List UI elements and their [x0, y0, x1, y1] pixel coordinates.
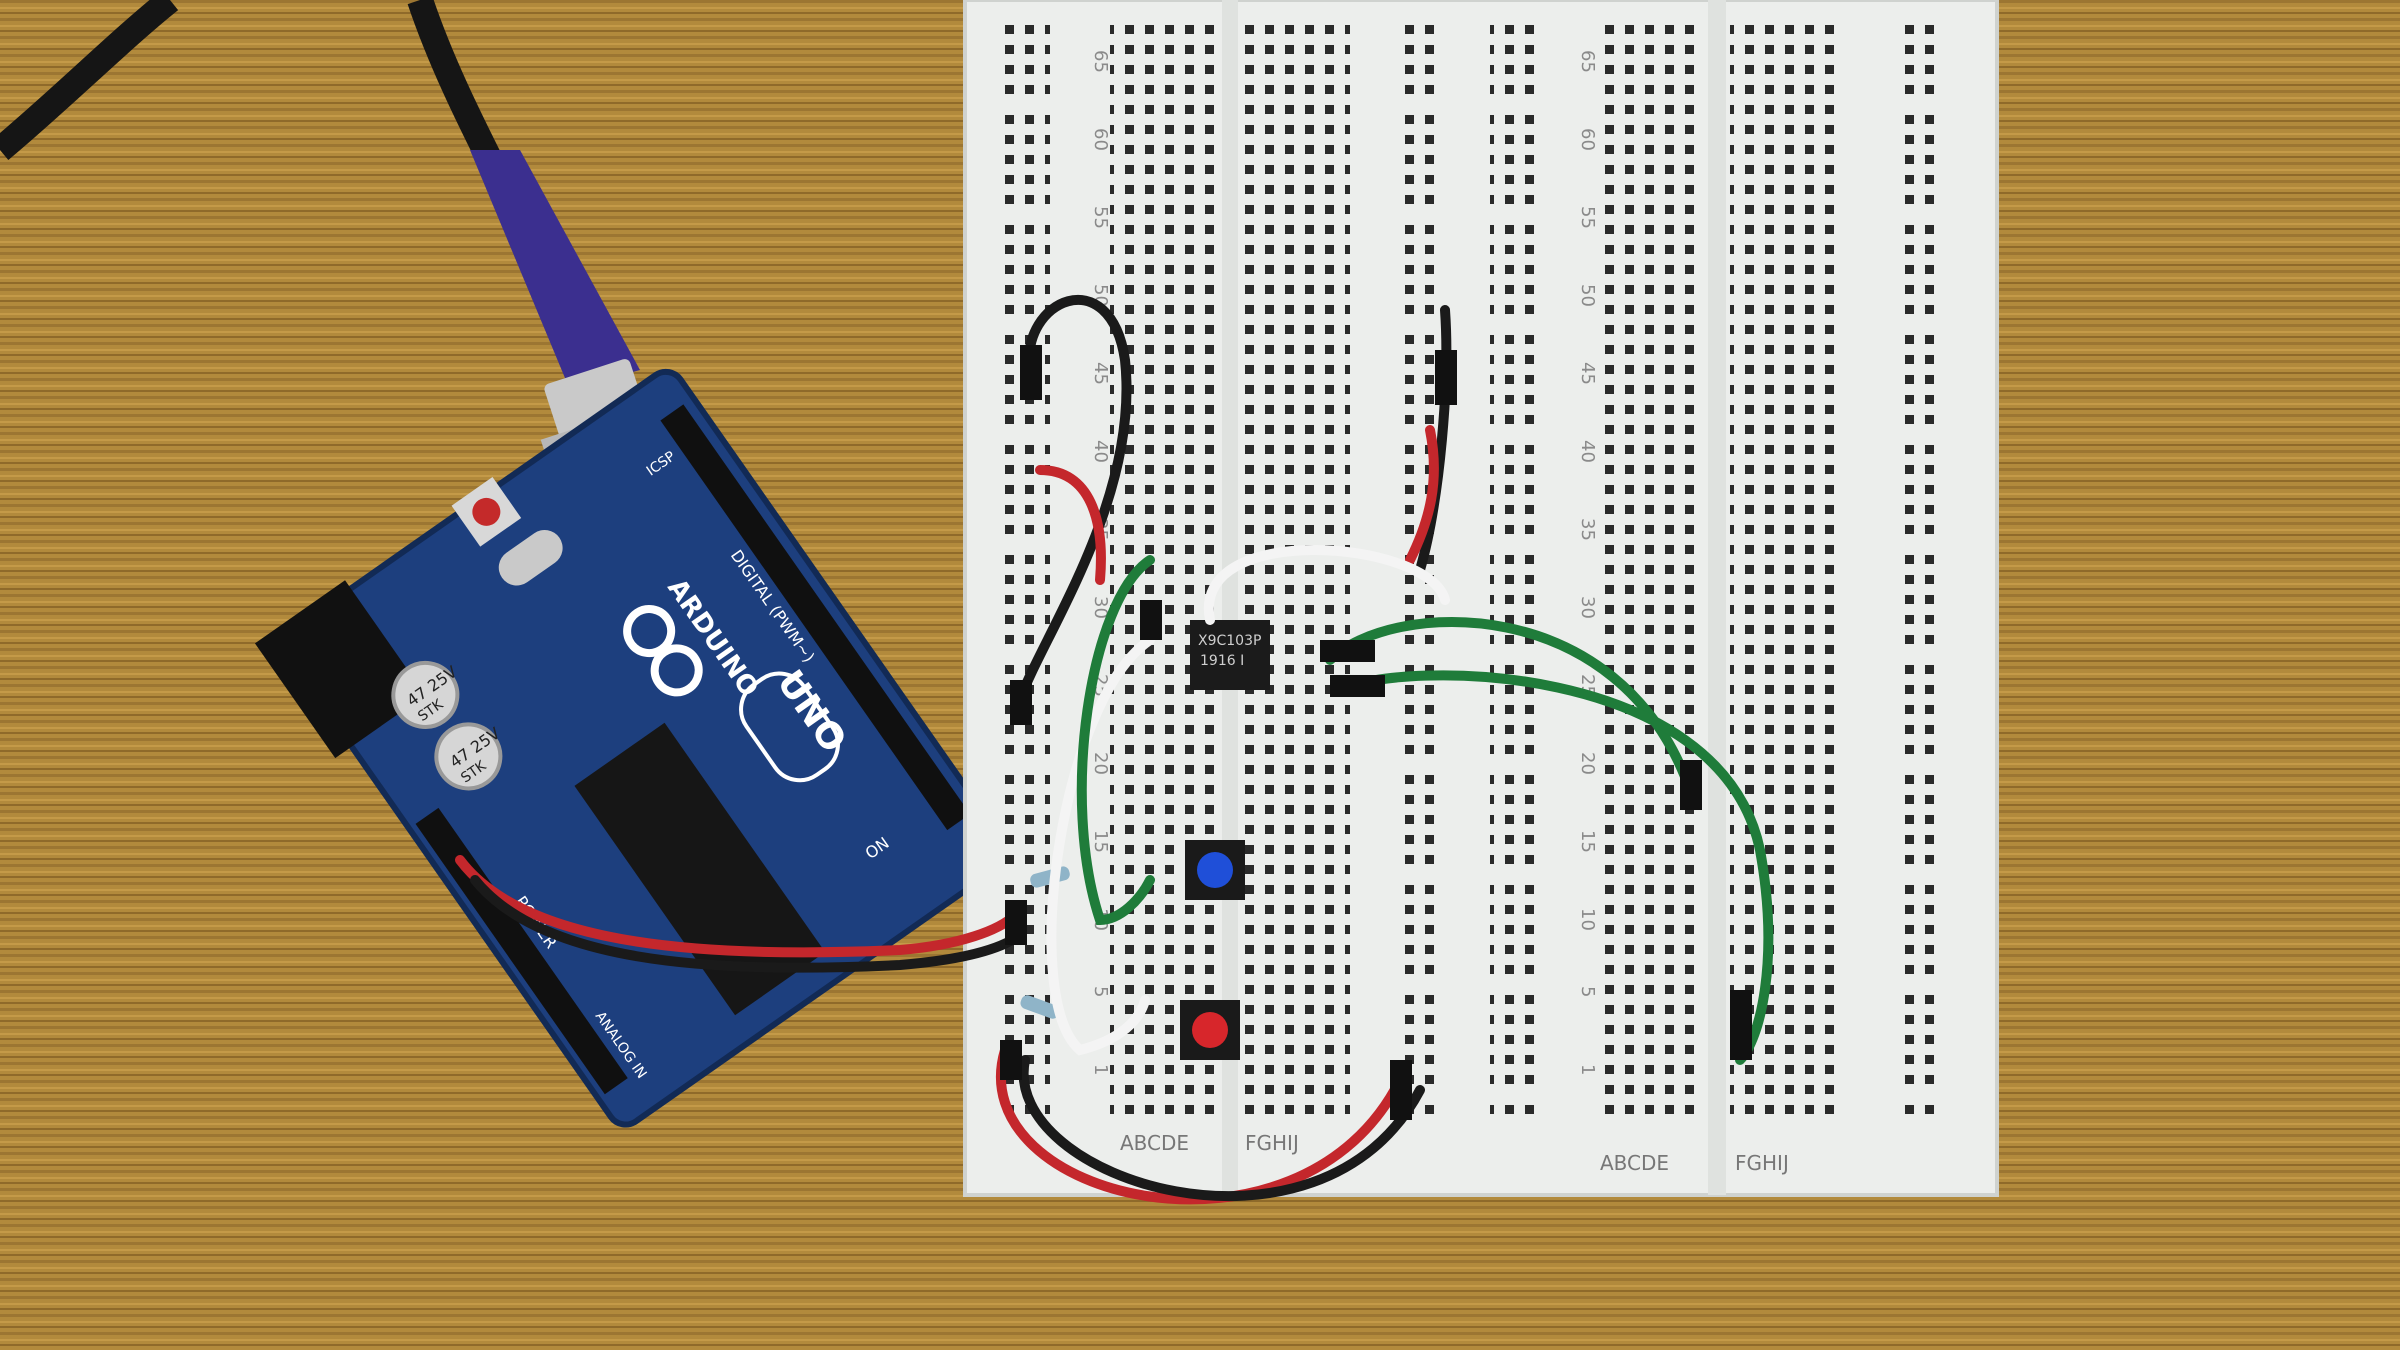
row-number-label: 60 — [1577, 128, 1598, 151]
row-number-label: 55 — [1577, 206, 1598, 229]
terminal-strip — [1730, 20, 1840, 1120]
column-letters-a: ABCDE — [1600, 1151, 1669, 1175]
wire-white — [1046, 635, 1155, 1056]
row-number-label: 30 — [1090, 596, 1111, 619]
row-number-label: 35 — [1577, 518, 1598, 541]
row-number-label: 1 — [1577, 1064, 1598, 1075]
digital-potentiometer-ic: X9C103P 1916 I — [1190, 620, 1270, 690]
row-number-label: 65 — [1090, 50, 1111, 73]
row-number-label: 40 — [1577, 440, 1598, 463]
push-button-red — [1180, 1000, 1240, 1060]
arduino-uno-board: 47 25V STK 47 25V STK ARDUINO UNO DIGITA… — [254, 368, 1011, 1128]
row-number-label: 40 — [1090, 440, 1111, 463]
atmega-chip — [574, 722, 826, 1016]
row-number-label: 20 — [1090, 752, 1111, 775]
wire-black — [1415, 305, 1452, 575]
row-number-label: 45 — [1090, 362, 1111, 385]
column-letters-b: FGHIJ — [1735, 1151, 1789, 1175]
chip-marking: 1916 I — [1200, 653, 1244, 669]
jumper-wires — [455, 295, 1774, 1205]
row-number-label: 15 — [1577, 830, 1598, 853]
wire-black — [470, 875, 1025, 973]
push-button-blue — [1185, 840, 1245, 900]
row-number-label: 50 — [1577, 284, 1598, 307]
wire-green — [1076, 555, 1155, 926]
wire-red — [996, 1045, 1405, 1205]
capacitor — [434, 722, 503, 791]
capacitor — [391, 660, 460, 729]
terminal-strip — [1110, 20, 1220, 1120]
row-number-label: 20 — [1577, 752, 1598, 775]
wire-red — [1405, 425, 1439, 565]
chip-marking: X9C103P — [1198, 633, 1261, 649]
jumper-pins — [1000, 345, 1752, 1120]
resistor — [1020, 995, 1060, 1019]
row-number-label: 15 — [1090, 830, 1111, 853]
row-number-label: 55 — [1090, 206, 1111, 229]
row-number-label: 45 — [1577, 362, 1598, 385]
row-number-label: 1 — [1090, 1064, 1111, 1075]
row-number-label: 65 — [1577, 50, 1598, 73]
power-rail — [1000, 20, 1050, 1120]
digital-header — [660, 404, 971, 831]
power-rail — [1490, 20, 1540, 1120]
wire-black — [1015, 295, 1132, 705]
column-letters-b: FGHIJ — [1245, 1131, 1299, 1155]
column-letters-a: ABCDE — [1120, 1131, 1189, 1155]
arduino-logo-icon — [623, 605, 703, 697]
power-rail — [1895, 20, 1945, 1120]
wire-red — [455, 855, 1020, 958]
row-number-label: 10 — [1577, 908, 1598, 931]
power-header — [415, 807, 628, 1095]
row-number-label: 5 — [1577, 986, 1598, 997]
wire-red — [1035, 465, 1106, 585]
row-number-label: 30 — [1577, 596, 1598, 619]
dc-jack — [254, 580, 426, 759]
terminal-strip — [1595, 20, 1705, 1120]
terminal-strip — [1240, 20, 1350, 1120]
crystal — [498, 529, 563, 586]
wire-black — [1018, 1055, 1425, 1201]
row-number-label: 5 — [1090, 986, 1111, 997]
wire-green — [1335, 670, 1774, 1065]
wire-white — [1203, 545, 1450, 625]
row-number-label: 60 — [1090, 128, 1111, 151]
